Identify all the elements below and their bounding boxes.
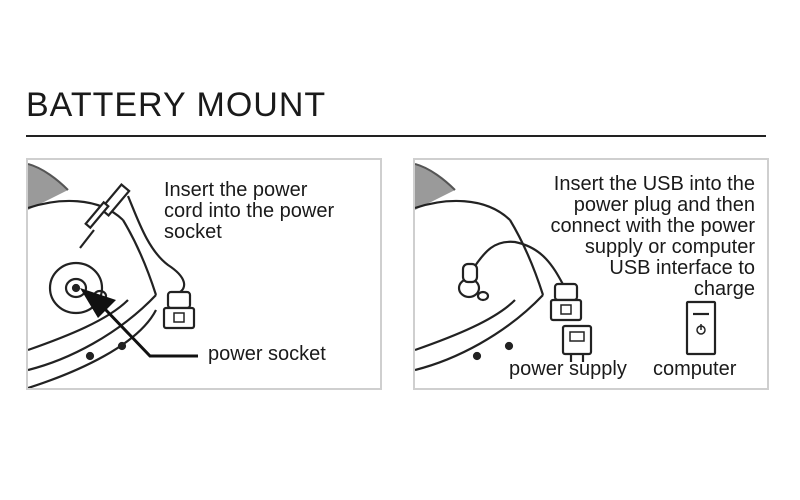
usb-cable	[461, 240, 566, 289]
usb-plug-icon	[162, 290, 196, 330]
socket-pointer-arrow	[80, 288, 198, 358]
device-body	[415, 199, 545, 372]
device-illustration-right	[415, 163, 717, 372]
device-illustration-left	[28, 163, 198, 388]
power-socket-label: power socket	[208, 343, 326, 365]
speaker-grille	[28, 163, 69, 210]
title-divider	[26, 135, 766, 137]
usb-plug-icon	[549, 282, 583, 322]
instruction-text-right: Insert the USB into the power plug and t…	[550, 173, 755, 300]
page-title: BATTERY MOUNT	[26, 86, 327, 124]
panel-power-cord: Insert the power cord into the power soc…	[26, 158, 382, 390]
power-adapter-icon	[561, 324, 593, 362]
power-supply-label: power supply	[509, 358, 627, 380]
computer-tower-icon	[685, 300, 717, 356]
panel-usb-charge: Insert the USB into the power plug and t…	[413, 158, 769, 390]
speaker-grille	[415, 163, 456, 210]
power-cord	[79, 182, 186, 293]
instruction-text-left: Insert the power cord into the power soc…	[164, 179, 335, 243]
computer-label: computer	[653, 358, 737, 380]
